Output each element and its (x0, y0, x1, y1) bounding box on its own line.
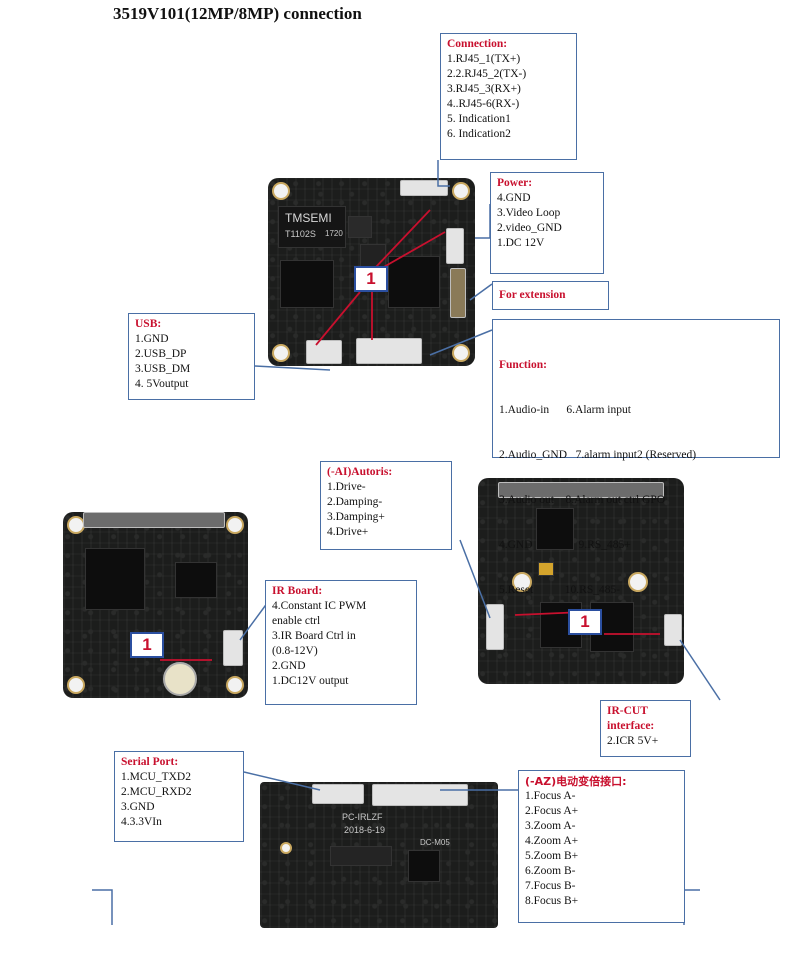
soc-chip (388, 256, 440, 308)
autoiris-connector (486, 604, 504, 650)
buzzer (163, 662, 197, 696)
extension-connector (450, 268, 466, 318)
connection-box: Connection: 1.RJ45_1(TX+) 2.2.RJ45_2(TX-… (440, 33, 577, 160)
serial-port-box: Serial Port: 1.MCU_TXD2 2.MCU_RXD2 3.GND… (114, 751, 244, 842)
az-box: (-AZ)电动变倍接口: 1.Focus A- 2.Focus A+ 3.Zoo… (518, 770, 685, 923)
usb-box: USB: 1.GND 2.USB_DP 3.USB_DM 4. 5Voutput (128, 313, 255, 400)
power-box: Power: 4.GND 3.Video Loop 2.video_GND 1.… (490, 172, 604, 274)
ir-cut-connector (664, 614, 682, 646)
transformer-chip: TMSEMI T1102S 1720 (278, 206, 346, 248)
main-processor (85, 548, 145, 610)
az-board-photo: PC-IRLZF 2018-6-19 DC-M05 (260, 782, 498, 928)
function-connector (356, 338, 422, 364)
serial-connector (312, 784, 364, 804)
marker-badge-right: 1 (568, 609, 602, 635)
marker-badge-top: 1 (354, 266, 388, 292)
memory-chip (280, 260, 334, 308)
power-connector (446, 228, 464, 264)
ir-board-connector (223, 630, 243, 666)
page-title: 3519V101(12MP/8MP) connection (113, 4, 362, 23)
autoiris-box: (-AI)Autoris: 1.Drive- 2.Damping- 3.Damp… (320, 461, 452, 550)
connection-connector (400, 180, 448, 196)
ir-cut-box: IR-CUT interface: 2.ICR 5V+ (600, 700, 691, 757)
function-box: Function: 1.Audio-in 6.Alarm input 2.Aud… (492, 319, 780, 596)
lens-board-photo (478, 478, 684, 684)
marker-badge-left: 1 (130, 632, 164, 658)
ir-board-box: IR Board: 4.Constant IC PWM enable ctrl … (265, 580, 417, 705)
usb-connector (306, 340, 342, 364)
ir-board-photo (63, 512, 248, 698)
extension-box: For extension (492, 281, 609, 310)
